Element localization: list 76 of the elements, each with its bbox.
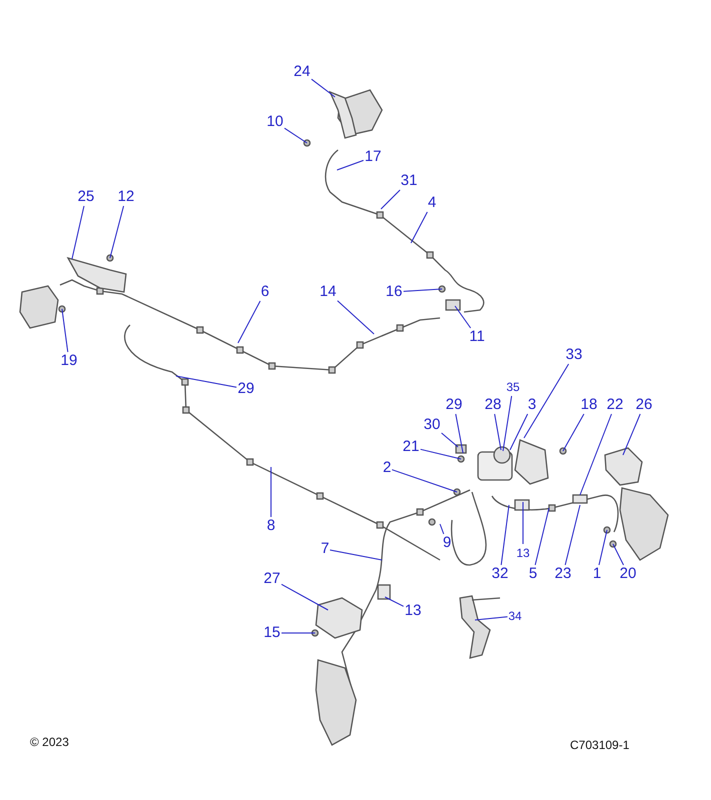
callout-number: 19: [60, 353, 78, 369]
callout-number: 8: [266, 518, 276, 534]
callout-number: 6: [260, 284, 270, 300]
leader-line: [284, 128, 308, 144]
leader-line: [410, 212, 428, 244]
callout-number: 32: [492, 566, 508, 582]
leader-line: [330, 550, 382, 560]
leader-line: [455, 414, 464, 454]
callout-number: 5: [528, 566, 538, 582]
callout-number: 2: [382, 460, 392, 476]
leader-line: [564, 504, 580, 566]
leader-line: [534, 508, 550, 566]
callout-number: 23: [554, 566, 572, 582]
callout-number: 26: [636, 397, 652, 413]
callout-number: 20: [620, 566, 636, 582]
leader-line: [474, 616, 508, 620]
leader-line: [494, 414, 502, 450]
callout-number: 3: [528, 397, 536, 413]
leader-line: [500, 504, 510, 566]
callout-number: 22: [606, 397, 624, 413]
callout-number: 17: [364, 149, 382, 165]
callout-number: 25: [78, 189, 94, 205]
callout-number: 11: [469, 329, 485, 345]
leader-line: [380, 190, 400, 210]
leader-line: [311, 78, 336, 98]
leader-line: [441, 432, 458, 448]
callout-number: 24: [294, 64, 310, 80]
leader-line: [384, 596, 404, 607]
callout-number: 30: [424, 417, 440, 433]
callout-number: 12: [118, 189, 134, 205]
leader-line: [176, 376, 237, 388]
leader-line: [392, 469, 458, 492]
callout-number: 9: [442, 535, 452, 551]
leader-line: [598, 530, 608, 566]
leader-line: [281, 584, 328, 610]
callout-number: 31: [400, 173, 418, 189]
callout-number: 4: [428, 195, 436, 211]
leader-line: [72, 206, 84, 260]
callout-number: 28: [484, 397, 502, 413]
leader-line: [510, 414, 528, 450]
callout-number: 7: [320, 541, 330, 557]
callout-number: 13: [404, 603, 422, 619]
callout-number: 34: [508, 608, 522, 624]
callout-number: 27: [264, 571, 280, 587]
callout-number: 10: [266, 114, 284, 130]
leader-line: [337, 300, 374, 334]
leader-line: [403, 288, 442, 292]
copyright-note: © 2023: [30, 735, 69, 749]
callout-number: 21: [402, 439, 420, 455]
leader-line: [622, 414, 641, 456]
leader-line: [440, 524, 444, 534]
leader-line: [580, 414, 612, 496]
leader-line: [502, 396, 512, 452]
callout-number: 15: [264, 625, 280, 641]
callout-number: 16: [386, 284, 402, 300]
leader-line: [336, 160, 364, 170]
leader-line: [110, 206, 124, 258]
callout-number: 1: [592, 566, 602, 582]
callout-number: 13: [516, 545, 530, 561]
leader-line: [522, 502, 524, 544]
leader-line: [612, 544, 624, 566]
callout-number: 35: [506, 379, 520, 395]
callout-number: 29: [238, 381, 254, 397]
leader-line: [524, 364, 570, 438]
leader-line: [420, 448, 462, 460]
callout-number: 14: [320, 284, 336, 300]
leader-line: [454, 306, 472, 328]
callout-number: 18: [580, 397, 598, 413]
leader-line: [238, 300, 261, 344]
leader-line: [281, 632, 316, 634]
drawing-number: C703109-1: [570, 738, 630, 752]
leader-line: [62, 308, 68, 352]
leader-line: [270, 466, 272, 518]
leader-line: [562, 414, 584, 452]
callout-number: 29: [446, 397, 462, 413]
callout-number: 33: [566, 347, 582, 363]
